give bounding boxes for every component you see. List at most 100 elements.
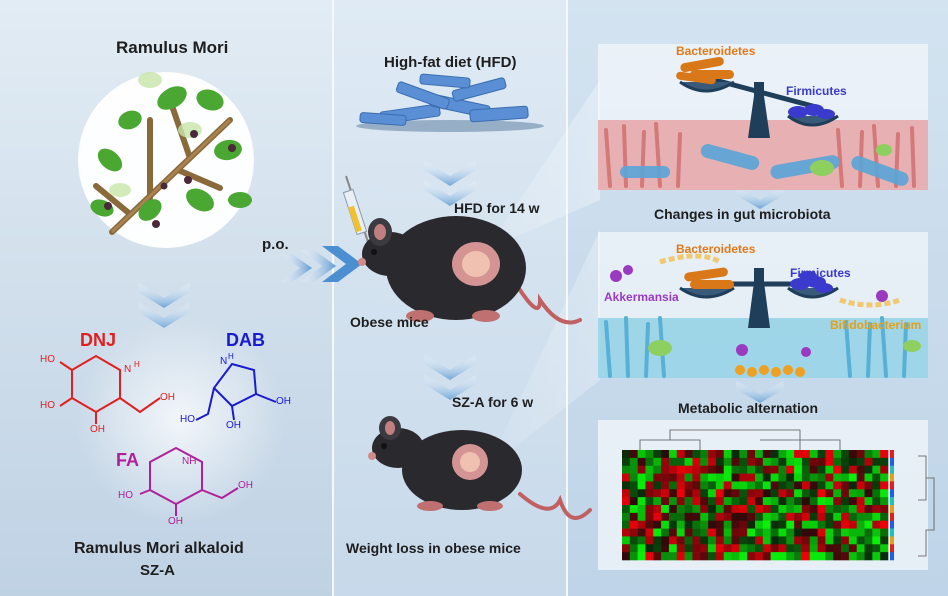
heatmap-cell <box>841 520 850 529</box>
heatmap-cell <box>825 465 834 474</box>
heatmap-cell <box>622 552 631 561</box>
heatmap-cell <box>809 457 818 467</box>
heatmap-cell <box>629 520 638 529</box>
atom-fa-ho: HO <box>118 490 133 501</box>
heatmap-cell <box>864 552 873 561</box>
heatmap-cell <box>770 473 779 482</box>
heatmap-cell <box>864 450 873 459</box>
heatmap-cell <box>708 457 717 467</box>
heatmap-cell <box>700 544 709 553</box>
heatmap-cell <box>817 481 826 490</box>
atom-dnj-h: H <box>134 360 140 369</box>
heatmap-cell <box>794 489 803 498</box>
heatmap-cell <box>676 450 685 459</box>
heatmap-cell <box>747 552 756 561</box>
heatmap-cell <box>817 497 826 506</box>
heatmap-cell <box>833 512 842 522</box>
heatmap-cell <box>637 465 646 474</box>
heatmap-cell <box>786 450 795 459</box>
heatmap-cell <box>637 536 646 545</box>
heatmap-cell <box>841 465 850 474</box>
arrow-down-right-2 <box>736 380 784 403</box>
heatmap-cell <box>668 505 678 514</box>
label-hfd-duration: HFD for 14 w <box>454 200 540 216</box>
heatmap-cell <box>770 536 779 545</box>
heatmap-cell <box>645 512 654 522</box>
label-obese-mice: Obese mice <box>350 314 429 330</box>
heatmap-cell <box>786 512 795 522</box>
label-firmicutes-2: Firmicutes <box>790 266 851 280</box>
atom-dnj-n: N <box>124 364 132 375</box>
heatmap-cell <box>778 544 787 553</box>
heatmap-cell <box>755 497 764 506</box>
heatmap-cell <box>786 520 795 529</box>
heatmap-cell <box>755 481 764 490</box>
heatmap-cell <box>747 505 756 514</box>
heatmap-cell <box>653 450 662 459</box>
heatmap-cell <box>841 489 850 498</box>
heatmap-cell <box>739 450 748 459</box>
heatmap-cell <box>692 505 701 514</box>
heatmap-cell <box>622 457 631 467</box>
heatmap-cell <box>668 497 678 506</box>
heatmap-cell <box>872 512 881 522</box>
heatmap-cell <box>786 457 795 467</box>
balance-after <box>679 267 839 328</box>
heatmap-cell <box>661 497 670 506</box>
label-dnj: DNJ <box>80 330 117 350</box>
heatmap-cell <box>653 505 662 514</box>
heatmap-cell <box>676 473 685 482</box>
heatmap-group-strip <box>890 457 894 467</box>
heatmap-cell <box>880 450 889 459</box>
heatmap-group-strip <box>890 489 894 498</box>
heatmap-cell <box>637 497 646 506</box>
heatmap-cell <box>817 489 826 498</box>
heatmap-cell <box>645 465 654 474</box>
heatmap-cell <box>723 505 732 514</box>
heatmap-cell <box>864 465 873 474</box>
heatmap-cell <box>668 481 678 490</box>
heatmap-cell <box>841 457 850 467</box>
heatmap-cell <box>731 520 740 529</box>
heatmap-cell <box>755 552 764 561</box>
heatmap-cell <box>653 465 662 474</box>
arrow-down-middle-1 <box>424 160 476 206</box>
heatmap-cell <box>692 544 701 553</box>
heatmap-cell <box>731 473 740 482</box>
heatmap-cell <box>645 457 654 467</box>
heatmap-cell <box>825 489 834 498</box>
heatmap-cell <box>794 528 803 537</box>
heatmap-group-strip <box>890 528 894 537</box>
heatmap-cell <box>653 457 662 467</box>
heatmap-cell <box>622 489 631 498</box>
heatmap-cell <box>794 552 803 561</box>
heatmap-cell <box>880 520 889 529</box>
atom-dab-ho: HO <box>180 414 195 425</box>
heatmap-cell <box>817 505 826 514</box>
heatmap-cell <box>841 536 850 545</box>
heatmap-cell <box>809 520 818 529</box>
heatmap-cell <box>848 473 857 482</box>
heatmap-cell <box>668 552 678 561</box>
heatmap-cell <box>715 465 724 474</box>
heatmap-cell <box>794 505 803 514</box>
heatmap-cell <box>692 481 701 490</box>
heatmap-cell <box>661 552 670 561</box>
label-sza-duration: SZ-A for 6 w <box>452 394 534 410</box>
heatmap-cell <box>676 528 685 537</box>
heatmap-cell <box>747 473 756 482</box>
heatmap-cell <box>848 481 857 490</box>
heatmap-cell <box>762 536 771 545</box>
heatmap-cell <box>684 544 693 553</box>
heatmap-cell <box>731 512 740 522</box>
heatmap-cell <box>723 450 732 459</box>
heatmap-cell <box>848 450 857 459</box>
heatmap-cell <box>794 465 803 474</box>
heatmap-cell <box>864 489 873 498</box>
heatmap-cell <box>801 520 811 529</box>
heatmap-cell <box>653 473 662 482</box>
heatmap-cell <box>825 473 834 482</box>
heatmap-cell <box>637 505 646 514</box>
heatmap-cell <box>684 481 693 490</box>
